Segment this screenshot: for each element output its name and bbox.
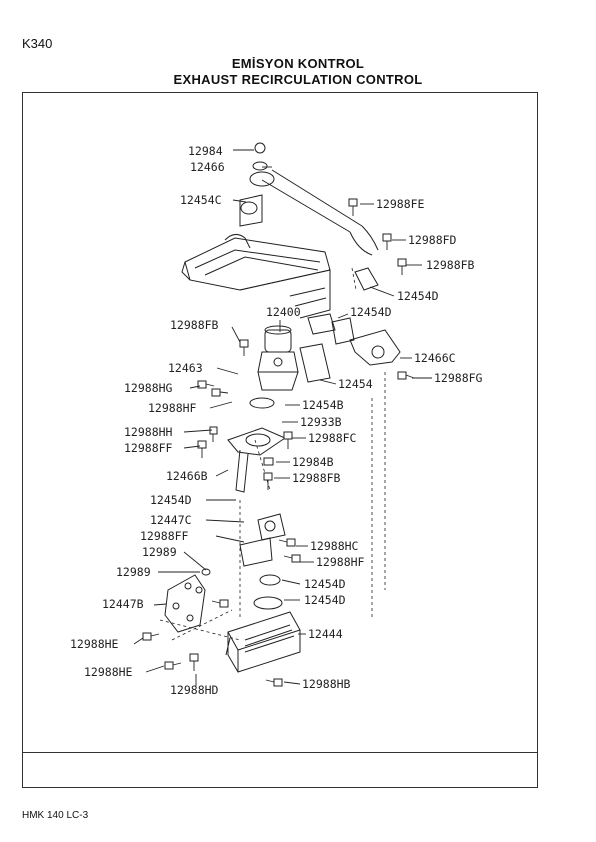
cover-12466C-drawing	[349, 329, 401, 366]
label-12454B: 12454B	[302, 398, 344, 412]
label-12454D-b: 12454D	[350, 305, 392, 319]
label-12988FF-b: 12988FF	[140, 529, 189, 543]
frame-divider	[22, 752, 538, 753]
diagram-frame	[22, 92, 538, 788]
bracket-12447B-drawing	[164, 574, 206, 633]
label-12988HG: 12988HG	[124, 381, 173, 395]
engine-block-drawing	[181, 237, 331, 319]
label-12454: 12454	[338, 377, 373, 391]
egr-valve-drawing	[257, 325, 299, 391]
label-12988FC: 12988FC	[308, 431, 357, 445]
label-12988FB-top: 12988FB	[426, 258, 475, 272]
label-12988HH: 12988HH	[124, 425, 173, 439]
assembly-dashed-lines	[159, 267, 386, 641]
label-12988FD: 12988FD	[408, 233, 457, 247]
label-12988FB-left: 12988FB	[170, 318, 219, 332]
label-12463: 12463	[168, 361, 203, 375]
label-12989-a: 12989	[142, 545, 177, 559]
label-12989-b: 12989	[116, 565, 151, 579]
label-12444: 12444	[308, 627, 343, 641]
label-12984: 12984	[188, 144, 223, 158]
title-english: EXHAUST RECIRCULATION CONTROL	[173, 72, 423, 87]
leader-lines	[133, 149, 432, 686]
label-12447C: 12447C	[150, 513, 192, 527]
label-12988FG: 12988FG	[434, 371, 483, 385]
label-12933B: 12933B	[300, 415, 342, 429]
label-12454D-e: 12454D	[304, 593, 346, 607]
title-turkish: EMİSYON KONTROL	[231, 56, 365, 71]
label-12988FB-mid: 12988FB	[292, 471, 341, 485]
cooler-12444-drawing	[225, 611, 301, 673]
label-12454D-a: 12454D	[397, 289, 439, 303]
label-12988HD: 12988HD	[170, 683, 219, 697]
label-12984B: 12984B	[292, 455, 334, 469]
label-12466B: 12466B	[166, 469, 208, 483]
label-12466: 12466	[190, 160, 225, 174]
footer-code: HMK 140 LC-3	[22, 810, 89, 821]
label-12988HB: 12988HB	[302, 677, 351, 691]
part-number-labels: 12984 12466 12454C 12988FE 12988FD 12988…	[70, 144, 483, 697]
gasket-12454-drawing	[299, 313, 355, 383]
label-12400: 12400	[266, 305, 301, 319]
label-12988HC: 12988HC	[310, 539, 359, 553]
label-12988HF-a: 12988HF	[148, 401, 197, 415]
label-12454D-d: 12454D	[304, 577, 346, 591]
label-12988FF-a: 12988FF	[124, 441, 173, 455]
label-12988HF-b: 12988HF	[316, 555, 365, 569]
page-code: K340	[22, 36, 53, 51]
elbow-12466B-drawing	[227, 397, 287, 493]
label-12988HE-a: 12988HE	[70, 637, 119, 651]
exhaust-pipe-drawing	[224, 142, 379, 291]
label-12466C: 12466C	[414, 351, 456, 365]
label-12988HE-b: 12988HE	[84, 665, 133, 679]
label-12988FE: 12988FE	[376, 197, 425, 211]
label-12454C: 12454C	[180, 193, 222, 207]
bolt-icons	[142, 198, 415, 687]
flange-12447C-drawing	[239, 513, 286, 610]
label-12454D-c: 12454D	[150, 493, 192, 507]
label-12447B: 12447B	[102, 597, 144, 611]
